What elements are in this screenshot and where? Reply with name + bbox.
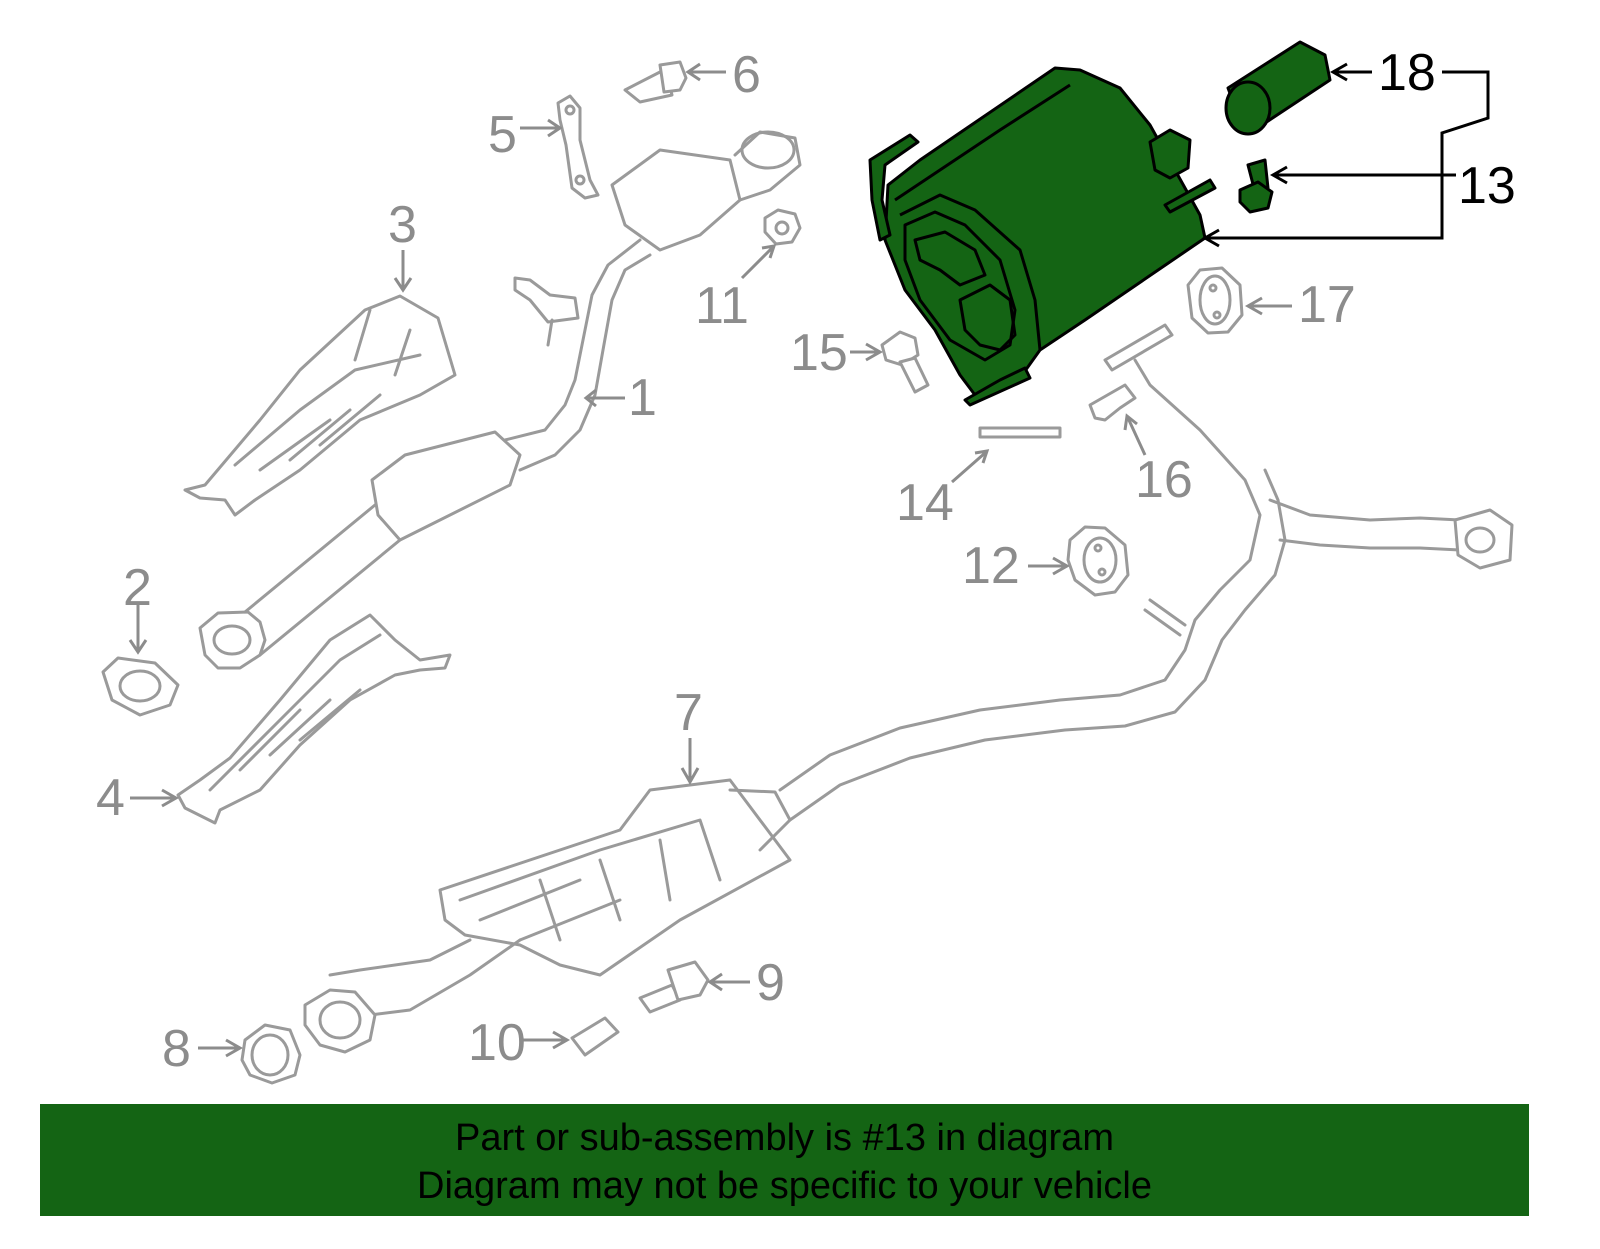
part-10-sleeve[interactable]: [570, 1016, 620, 1057]
part-8-ring[interactable]: [240, 1023, 302, 1085]
callout-1: 1: [628, 369, 657, 427]
part-5-bracket[interactable]: [556, 94, 600, 200]
part-2-gasket[interactable]: [101, 656, 180, 717]
callout-11: 11: [695, 277, 749, 335]
part-16-bracket[interactable]: [1088, 383, 1137, 422]
part-18-tail-tip[interactable]: [1224, 40, 1332, 136]
part-15-bolt[interactable]: [880, 330, 930, 394]
callout-3: 3: [388, 196, 417, 254]
part-13-muffler[interactable]: [868, 66, 1217, 407]
callout-10: 10: [468, 1014, 526, 1072]
banner-line-2: Diagram may not be specific to your vehi…: [417, 1165, 1152, 1207]
callout-4: 4: [96, 769, 125, 827]
part-7-center-pipe[interactable]: [303, 323, 1514, 1054]
callout-17: 17: [1298, 276, 1356, 334]
callout-15: 15: [790, 324, 848, 382]
callout-18: 18: [1378, 44, 1436, 102]
callout-16: 16: [1135, 451, 1193, 509]
part-6-bolt[interactable]: [623, 60, 688, 104]
part-3-heat-shield[interactable]: [183, 294, 457, 517]
callout-6: 6: [732, 46, 761, 104]
callout-9: 9: [756, 954, 785, 1012]
callout-14: 14: [896, 474, 954, 532]
callout-5: 5: [488, 106, 517, 164]
part-9-stud[interactable]: [638, 960, 710, 1014]
part-4-heat-shield[interactable]: [176, 613, 452, 825]
part-12-hanger[interactable]: [1066, 525, 1130, 597]
leader-lines: [128, 62, 1490, 1058]
part-1-front-pipe[interactable]: [198, 130, 802, 670]
callout-12: 12: [962, 537, 1020, 595]
callout-labels: 1 2 3 4 5 6 7 8 9 10 11 12 13 14 15 16 1…: [96, 44, 1516, 1078]
info-banner: Part or sub-assembly is #13 in diagram D…: [40, 1104, 1529, 1216]
banner-line-1: Part or sub-assembly is #13 in diagram: [455, 1117, 1114, 1159]
callout-2: 2: [123, 559, 152, 617]
callout-8: 8: [162, 1020, 191, 1078]
callout-7: 7: [674, 684, 703, 742]
part-14-strip[interactable]: [978, 426, 1062, 439]
callout-13: 13: [1458, 157, 1516, 215]
part-17-hanger[interactable]: [1186, 266, 1244, 335]
part-11-nut[interactable]: [763, 208, 802, 246]
part-13-bolt[interactable]: [1238, 158, 1274, 214]
